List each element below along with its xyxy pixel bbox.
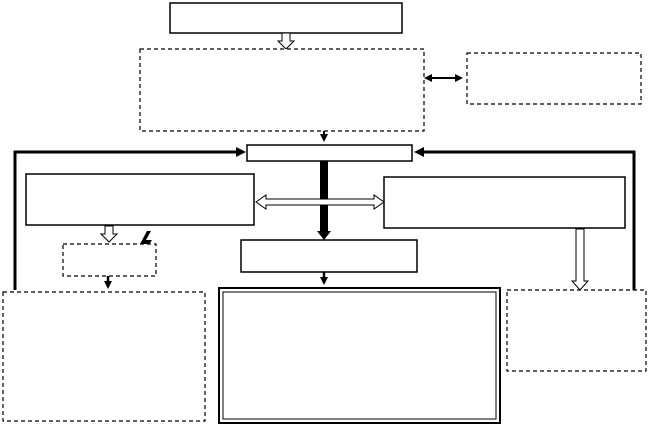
lightning-bolt-icon (140, 231, 152, 255)
bottom-left-dashed-box (2, 291, 206, 422)
bottom-right-dashed-box (506, 289, 647, 372)
middle-solid-box (240, 239, 418, 273)
right-feedback-line (424, 150, 636, 290)
thick-arrow-shaft (320, 161, 328, 231)
center-bar-box (246, 144, 413, 162)
bottom-center-double-box (218, 287, 501, 424)
right-solid-box (383, 176, 626, 229)
right-feedback-arrowhead (414, 147, 424, 157)
upper-dashed-box (139, 48, 425, 132)
top-box (169, 2, 403, 34)
hollow-arrow-left (99, 225, 119, 243)
hollow-arrow-top (276, 32, 296, 50)
small-dashed-box (62, 243, 157, 277)
left-feedback-line (13, 150, 236, 290)
hollow-arrow-right (570, 228, 590, 291)
right-dashed-box (466, 52, 642, 105)
hollow-double-arrow (255, 194, 385, 210)
left-solid-box (25, 173, 255, 226)
thick-arrow-head (317, 231, 331, 240)
left-feedback-arrowhead (236, 147, 246, 157)
